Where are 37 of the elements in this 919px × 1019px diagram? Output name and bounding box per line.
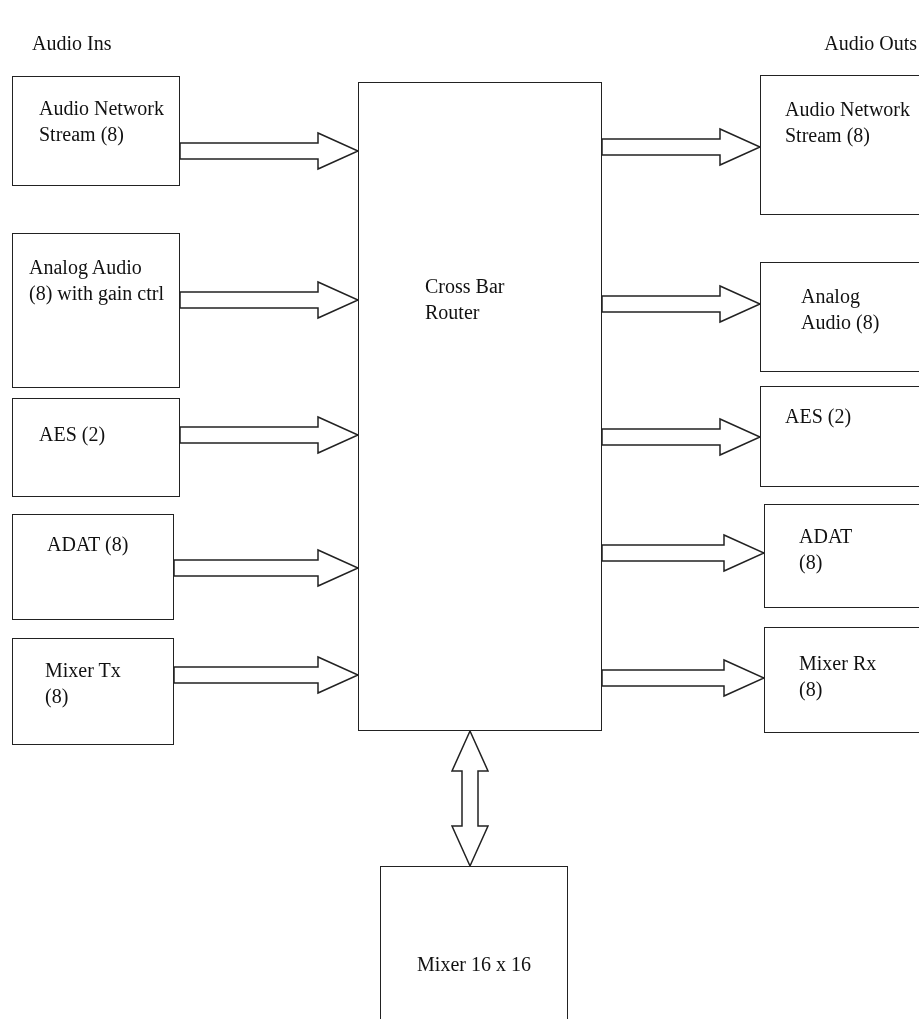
- block-arrow: [601, 284, 762, 324]
- box-label: Cross Bar Router: [425, 274, 506, 325]
- block-arrow: [601, 658, 766, 698]
- process-box: [12, 514, 174, 620]
- box-label: ADAT (8): [47, 532, 130, 557]
- box-label: ADAT (8): [799, 524, 853, 575]
- process-box: [764, 627, 919, 733]
- box-label: Analog Audio (8) with gain ctrl: [29, 255, 165, 306]
- column-heading: Audio Outs: [824, 32, 917, 55]
- block-arrow: [173, 655, 360, 695]
- box-label: AES (2): [785, 404, 853, 429]
- process-box: [760, 75, 919, 215]
- block-arrow: [450, 729, 490, 868]
- block-arrow: [179, 415, 360, 455]
- box-label: Audio Network Stream (8): [39, 96, 165, 147]
- block-arrow: [173, 548, 360, 588]
- block-arrow: [601, 417, 762, 457]
- process-box: [358, 82, 602, 731]
- process-box: [12, 233, 180, 388]
- process-box: [12, 638, 174, 745]
- process-box: [12, 76, 180, 186]
- process-box: [760, 262, 919, 372]
- block-arrow: [601, 533, 766, 573]
- box-label: Analog Audio (8): [801, 284, 881, 335]
- block-arrow: [179, 280, 360, 320]
- box-label: Mixer Tx (8): [45, 658, 122, 709]
- box-label: AES (2): [39, 422, 107, 447]
- box-label: Mixer Rx (8): [799, 651, 878, 702]
- process-box: [764, 504, 919, 608]
- block-arrow: [601, 127, 762, 167]
- block-arrow: [179, 131, 360, 171]
- process-box: [760, 386, 919, 487]
- box-label: Audio Network Stream (8): [785, 97, 911, 148]
- column-heading: Audio Ins: [32, 32, 112, 55]
- process-box: [380, 866, 568, 1019]
- process-box: [12, 398, 180, 497]
- box-label: Mixer 16 x 16: [416, 952, 532, 977]
